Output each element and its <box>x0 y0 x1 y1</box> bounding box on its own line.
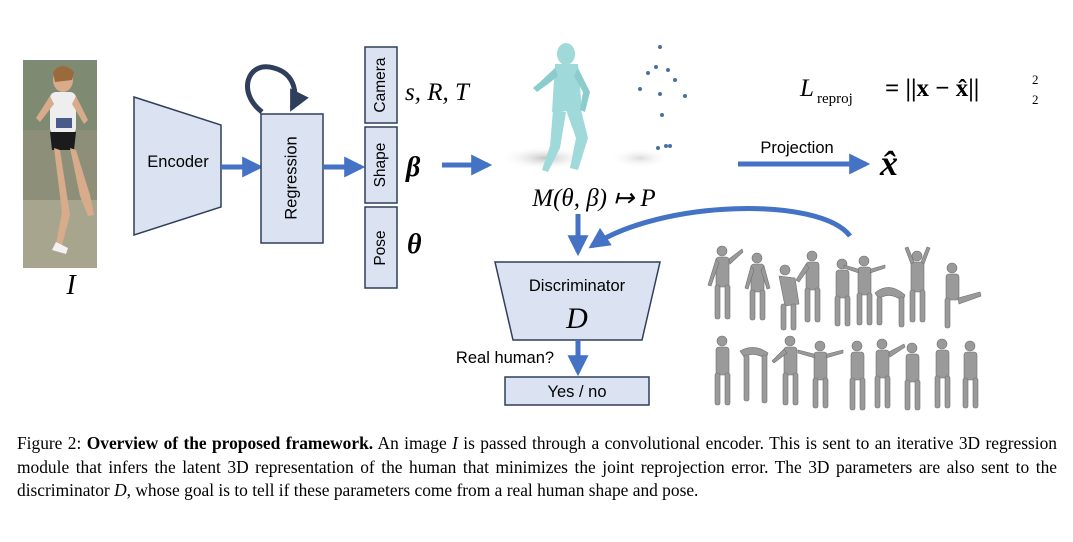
discriminator-block: Discriminator D <box>494 261 661 341</box>
projection-output: x̂ <box>879 143 898 183</box>
regression-label: Regression <box>282 136 300 219</box>
iteration-loop-arrow <box>245 64 309 114</box>
discriminator-symbol: D <box>565 302 588 335</box>
reprojection-loss: L reproj = ||x − x̂|| 2 2 <box>799 72 1039 107</box>
pose-symbol: θ <box>407 229 422 260</box>
shape-param-box: Shape <box>364 126 398 204</box>
svg-text:reproj: reproj <box>817 91 853 107</box>
caption-symbol-i: I <box>452 433 458 453</box>
svg-text:L: L <box>799 75 814 102</box>
svg-text:= ||x − x̂||: = ||x − x̂|| <box>885 75 979 102</box>
real-human-meshes <box>707 245 982 411</box>
smpl-equation: M(θ, β) ↦ P <box>531 185 655 212</box>
input-image <box>23 60 97 268</box>
encoder-label: Encoder <box>147 153 209 171</box>
regression-block: Regression <box>245 64 324 244</box>
shape-label: Shape <box>372 143 389 188</box>
smpl-body-mesh <box>500 43 670 172</box>
encoder-block: Encoder <box>133 95 222 237</box>
projection-label: Projection <box>760 139 833 157</box>
shape-symbol: β <box>405 152 421 183</box>
discriminator-label: Discriminator <box>529 277 626 295</box>
question-label: Real human? <box>456 349 554 367</box>
pose-label: Pose <box>372 230 389 265</box>
caption-symbol-d: D <box>114 480 127 500</box>
framework-diagram: I Encoder Regression Camera s, R, T Shap… <box>23 43 1039 411</box>
pose-param-box: Pose <box>364 206 398 289</box>
camera-param-box: Camera <box>364 46 398 124</box>
camera-symbol: s, R, T <box>405 79 471 106</box>
svg-text:2: 2 <box>1032 92 1039 107</box>
caption-label: Figure 2: <box>17 433 82 453</box>
figure-caption: Figure 2: Overview of the proposed frame… <box>17 432 1057 503</box>
arrow-real-data-to-discriminator <box>588 206 852 249</box>
svg-text:2: 2 <box>1032 72 1039 87</box>
caption-text-2: is passed through a convolutional encode… <box>17 433 1057 500</box>
camera-label: Camera <box>372 57 389 113</box>
caption-title: Overview of the proposed framework. <box>86 433 374 453</box>
keypoints <box>638 45 687 150</box>
caption-text-1: An image <box>373 433 453 453</box>
caption-text-3: , whose goal is to tell if these paramet… <box>126 480 699 500</box>
output-box: Yes / no <box>504 376 650 406</box>
answer-label: Yes / no <box>547 383 606 401</box>
input-symbol: I <box>65 270 77 301</box>
